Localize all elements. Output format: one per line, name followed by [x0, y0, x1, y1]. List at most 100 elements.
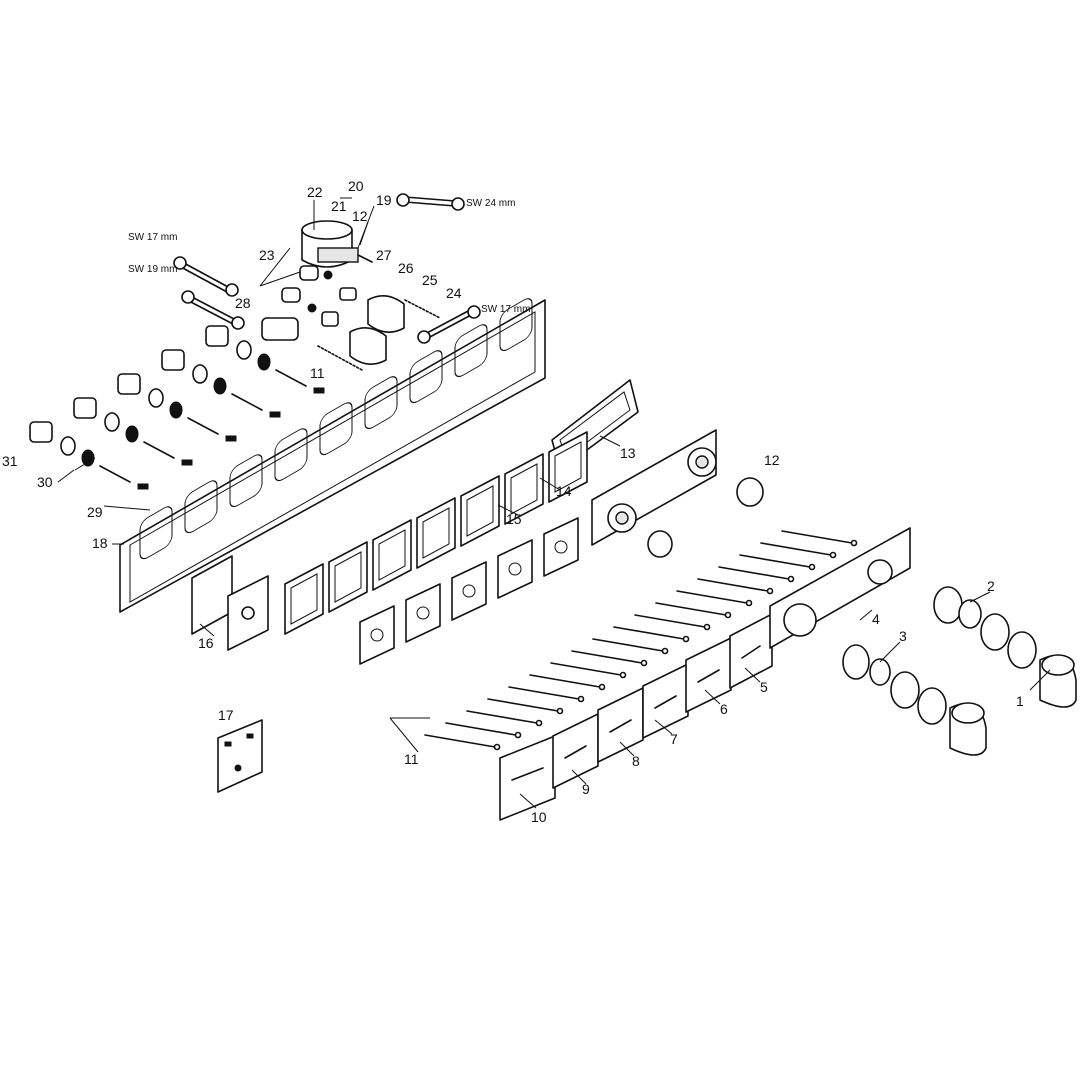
long-screw [487, 698, 559, 712]
valve-washer [192, 364, 208, 384]
label-4: 4 [872, 611, 880, 627]
label-2: 2 [987, 578, 995, 594]
gasket-hole [462, 584, 476, 598]
tool-label-sw17-left: SW 17 mm [128, 232, 177, 243]
valve-bolt [275, 369, 307, 387]
rear-valve-row [29, 325, 325, 490]
seal-frame [328, 541, 368, 613]
seal-frame [504, 453, 544, 525]
label-6: 6 [720, 701, 728, 717]
screw-head [640, 659, 648, 667]
seal-frame [416, 497, 456, 569]
frame-cutout [229, 454, 263, 508]
label-22: 22 [307, 184, 323, 200]
screw-head [535, 719, 543, 727]
thermostat-cartridge-group [261, 220, 441, 371]
o-ring-upper [736, 477, 764, 507]
seal-frame [284, 563, 324, 635]
seal-frame-inner [290, 573, 318, 625]
label-17: 17 [218, 707, 234, 723]
long-screw [508, 686, 580, 700]
screw-head [808, 563, 816, 571]
screw-head [493, 743, 501, 751]
cover-plate [499, 735, 556, 821]
valve-washer [60, 436, 76, 456]
long-screw [718, 566, 790, 580]
long-screws [424, 530, 858, 751]
valve-body [117, 373, 141, 395]
seal-16 [191, 555, 269, 651]
valve-screw [225, 435, 237, 442]
label-5: 5 [760, 679, 768, 695]
label-16: 16 [198, 635, 214, 651]
frame-cutout [319, 402, 353, 456]
seal-frame [460, 475, 500, 547]
long-screw [760, 542, 832, 556]
seal-frame-inner [554, 441, 582, 493]
gasket-plate [405, 583, 441, 643]
wrench-sw17-right [417, 305, 481, 344]
valve-bolt [231, 393, 263, 411]
label-13: 13 [620, 445, 636, 461]
plate-symbol [697, 669, 720, 683]
part-labels: 1 2 3 4 5 6 7 8 9 10 11 11 12 12 13 14 1… [2, 178, 1024, 825]
long-screw [592, 638, 664, 652]
long-screw [634, 614, 706, 628]
plate-face [642, 663, 689, 739]
valve-body [29, 421, 53, 443]
label-7: 7 [670, 731, 678, 747]
label-3: 3 [899, 628, 907, 644]
valve-seal [213, 377, 227, 395]
seal-frame-inner [422, 507, 450, 559]
gasket-hole [416, 606, 430, 620]
screw-head [514, 731, 522, 739]
plate-symbol [654, 695, 677, 709]
long-screw [424, 734, 496, 748]
cover-plate [729, 613, 773, 689]
screw-head [619, 671, 627, 679]
label-28: 28 [235, 295, 251, 311]
gasket-hole [554, 540, 568, 554]
label-18: 18 [92, 535, 108, 551]
long-screw [697, 578, 769, 592]
plate-face [685, 637, 732, 713]
valve-bolt [143, 441, 175, 459]
wrench-sw17-left [173, 256, 239, 297]
cover-plates [499, 527, 911, 821]
long-screw [571, 650, 643, 664]
cover-plate [597, 687, 644, 763]
label-19: 19 [376, 192, 392, 208]
seal-frame [372, 519, 412, 591]
seal-frame [548, 431, 588, 503]
label-12-upper: 12 [352, 208, 368, 224]
long-screw [781, 530, 853, 544]
label-31: 31 [2, 453, 18, 469]
frame-cutout [364, 376, 398, 430]
long-screw [739, 554, 811, 568]
seal-frame-inner [466, 485, 494, 537]
plate-face [597, 687, 644, 763]
gasket-plate [359, 605, 395, 665]
gasket-plate [451, 561, 487, 621]
gasket-hole [370, 628, 384, 642]
valve-bolt [187, 417, 219, 435]
screw-head [745, 599, 753, 607]
knob-1 [1039, 654, 1077, 708]
valve-seal [257, 353, 271, 371]
plate-face [729, 613, 773, 689]
plate-symbol [511, 767, 544, 781]
long-screw [655, 602, 727, 616]
label-21: 21 [331, 198, 347, 214]
label-8: 8 [632, 753, 640, 769]
plate-symbol [609, 719, 632, 733]
cover-plate [769, 527, 911, 649]
seal-frame-inner [510, 463, 538, 515]
valve-washer [148, 388, 164, 408]
label-14: 14 [556, 483, 572, 499]
valve-seal [81, 449, 95, 467]
cover-plate [642, 663, 689, 739]
tool-label-sw17-right: SW 17 mm [481, 304, 530, 315]
screw-head [682, 635, 690, 643]
valve-screw [137, 483, 149, 490]
